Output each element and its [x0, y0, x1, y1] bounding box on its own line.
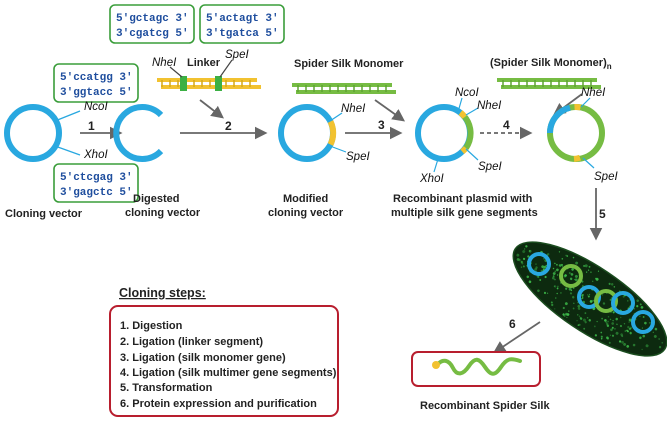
cloning-step-2: 2. Ligation (linker segment) [120, 336, 263, 348]
silk-multimer-segment [497, 78, 601, 89]
step-number-3: 3 [378, 118, 385, 132]
nco1-site-label: NcoI [84, 101, 108, 113]
multimer-spe1-label: SpeI [594, 171, 618, 183]
modified-linker-insert [327, 120, 337, 146]
recombinant-label-line1: Recombinant plasmid with [393, 193, 533, 205]
nco1-seq-bottom: 3'ggtacc 5' [60, 87, 133, 99]
recombinant-silk-box [411, 351, 541, 387]
xho1-seq-bottom: 3'gagctc 5' [60, 187, 133, 199]
cloning-step-1: 1. Digestion [120, 320, 183, 332]
linker-segment [157, 76, 261, 91]
nco1-seq-top: 5'ccatgg 3' [60, 72, 133, 84]
xho1-site-label: XhoI [83, 149, 108, 161]
spe1-seq-top: 5'actagt 3' [206, 13, 279, 25]
step-number-6: 6 [509, 317, 516, 331]
spe1-sequence-box: 5'actagt 3' 3'tgatca 5' [199, 4, 285, 44]
recombinant-label-line2: multiple silk gene segments [391, 207, 538, 219]
linker-nhe1-label: NheI [152, 57, 177, 69]
cloning-step-3: 3. Ligation (silk monomer gene) [120, 352, 286, 364]
linker-spe1-label: SpeI [225, 49, 249, 61]
arrow-monomer-insert [374, 99, 406, 122]
recombinant-spe1-label: SpeI [478, 161, 502, 173]
recombinant-silk-insert [461, 114, 474, 150]
cloning-step-5: 5. Transformation [120, 382, 213, 394]
multimer-nhe1-label: NheI [581, 87, 606, 99]
nhe1-seq-top: 5'gctagc 3' [116, 13, 189, 25]
cloning-steps-title: Cloning steps: [119, 286, 206, 300]
step-number-2: 2 [225, 119, 232, 133]
nco1-sequence-box: 5'ccatgg 3' 3'ggtacc 5' [53, 63, 139, 103]
recombinant-xho1-label: XhoI [419, 173, 444, 185]
xho1-seq-top: 5'ctcgag 3' [60, 172, 133, 184]
modified-vector-plasmid [278, 104, 336, 162]
recombinant-nhe1-label: NheI [477, 100, 502, 112]
step-number-1: 1 [88, 119, 95, 133]
monomer-label: Spider Silk Monomer [294, 58, 404, 70]
silk-monomer-segment [292, 83, 396, 94]
linker-label: Linker [187, 57, 221, 69]
nhe1-seq-bottom: 3'cgatcg 5' [116, 28, 189, 40]
modified-nhe1-label: NheI [341, 103, 366, 115]
multimer-label: (Spider Silk Monomer)n [490, 57, 612, 71]
cloning-steps-box: 1. Digestion 2. Ligation (linker segment… [109, 305, 339, 417]
cloning-vector-plasmid [4, 104, 62, 162]
cloning-vector-label: Cloning vector [5, 208, 83, 220]
digested-vector-plasmid [113, 104, 164, 162]
digested-label-line2: cloning vector [125, 207, 201, 219]
xho1-sequence-box: 5'ctcgag 3' 3'gagctc 5' [53, 163, 139, 203]
arrow-linker-insert [199, 99, 224, 119]
silk-protein-chain [435, 357, 522, 376]
step-number-4: 4 [503, 118, 510, 132]
modified-spe1-label: SpeI [346, 151, 370, 163]
spe1-seq-bottom: 3'tgatca 5' [206, 28, 279, 40]
modified-label-line2: cloning vector [268, 207, 344, 219]
digested-label-line1: Digested [133, 193, 179, 205]
recombinant-silk-label: Recombinant Spider Silk [420, 400, 550, 412]
cell-plasmids [527, 252, 655, 334]
cloning-step-4: 4. Ligation (silk multimer gene segments… [120, 367, 337, 379]
arrow-step-6 [492, 321, 541, 354]
nhe1-sequence-box: 5'gctagc 3' 3'cgatcg 5' [109, 4, 195, 44]
recombinant-nco1-label: NcoI [455, 87, 479, 99]
cloning-step-6: 6. Protein expression and purification [120, 398, 317, 410]
step-number-5: 5 [599, 207, 606, 221]
modified-label-line1: Modified [283, 193, 328, 205]
